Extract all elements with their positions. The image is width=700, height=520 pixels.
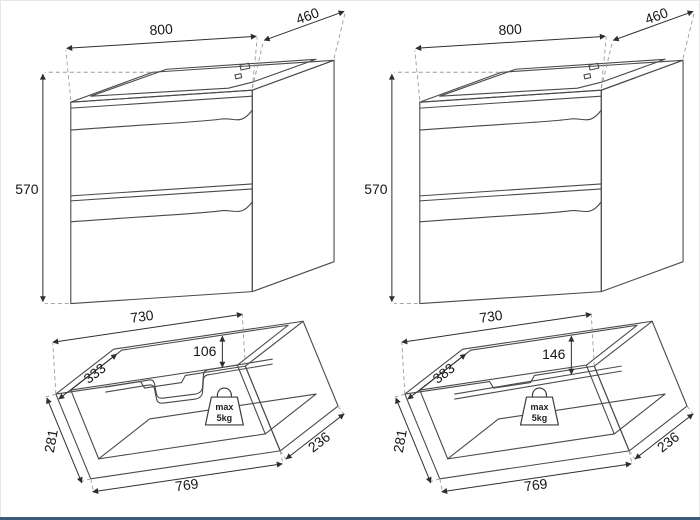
- bottom-accent-bar: [0, 517, 700, 520]
- tap-hole: [588, 62, 600, 71]
- cabinet-outline: [70, 58, 335, 305]
- dim-width: 800: [498, 21, 523, 39]
- drawer-row: max 5kg 730 333 106 281 769 236: [1, 309, 699, 514]
- max-load-badge: max 5kg: [204, 387, 244, 426]
- drawer-diagram-right: max 5kg 730 383 146 281 769 236: [390, 309, 695, 494]
- dim-height: 570: [364, 181, 388, 197]
- dim-width: 800: [149, 21, 174, 39]
- back-wall-top-edge: [454, 365, 622, 400]
- siphon-cutout: [105, 358, 273, 404]
- max-load-badge: max 5kg: [519, 387, 560, 426]
- cabinet-row: 800 460 570: [1, 4, 699, 309]
- drawer-dimensions: 730 333 106 281 769 236: [41, 309, 346, 494]
- overflow-hole: [234, 73, 243, 80]
- cabinet-outline: [419, 58, 684, 305]
- dim-bottom-width: 769: [523, 475, 549, 494]
- max-load-line2: 5kg: [532, 413, 547, 423]
- max-load-line2: 5kg: [217, 413, 232, 423]
- dim-back-height: 146: [542, 346, 566, 362]
- dim-top-width: 730: [129, 309, 155, 326]
- drawer-outline: [55, 320, 339, 480]
- drawer-diagram-left: max 5kg 730 333 106 281 769 236: [41, 309, 346, 494]
- lower-handle-groove: [70, 201, 253, 223]
- drawer-gap: [419, 183, 602, 202]
- tap-hole: [239, 62, 251, 71]
- cabinet-dimensions: 800 460 570: [15, 4, 346, 305]
- dim-depth: 460: [294, 4, 322, 27]
- max-load-line1: max: [215, 402, 233, 412]
- weight-icon-body: [519, 396, 560, 426]
- dim-top-width: 730: [478, 309, 504, 326]
- weight-icon: [216, 387, 232, 398]
- dim-depth: 460: [643, 4, 671, 27]
- cabinet-diagram-right: 800 460 570: [364, 4, 695, 305]
- dim-bottom-width: 769: [174, 475, 200, 494]
- overflow-hole: [583, 73, 592, 80]
- dim-front-height: 281: [41, 428, 61, 454]
- weight-icon-body: [204, 396, 244, 426]
- upper-handle-groove: [419, 109, 602, 131]
- cabinet-diagram-left: 800 460 570: [15, 4, 346, 305]
- upper-handle-groove: [70, 109, 253, 131]
- max-load-line1: max: [530, 402, 548, 412]
- cabinet-dimensions: 800 460 570: [364, 4, 695, 305]
- lower-handle-groove: [419, 201, 602, 223]
- dim-front-height: 281: [390, 428, 410, 454]
- dim-side-depth: 236: [654, 428, 682, 455]
- drawer-gap: [70, 183, 253, 202]
- weight-icon: [531, 387, 548, 398]
- dim-back-cutout-height: 106: [193, 343, 217, 359]
- dim-side-depth: 236: [305, 428, 333, 455]
- dim-height: 570: [15, 181, 39, 197]
